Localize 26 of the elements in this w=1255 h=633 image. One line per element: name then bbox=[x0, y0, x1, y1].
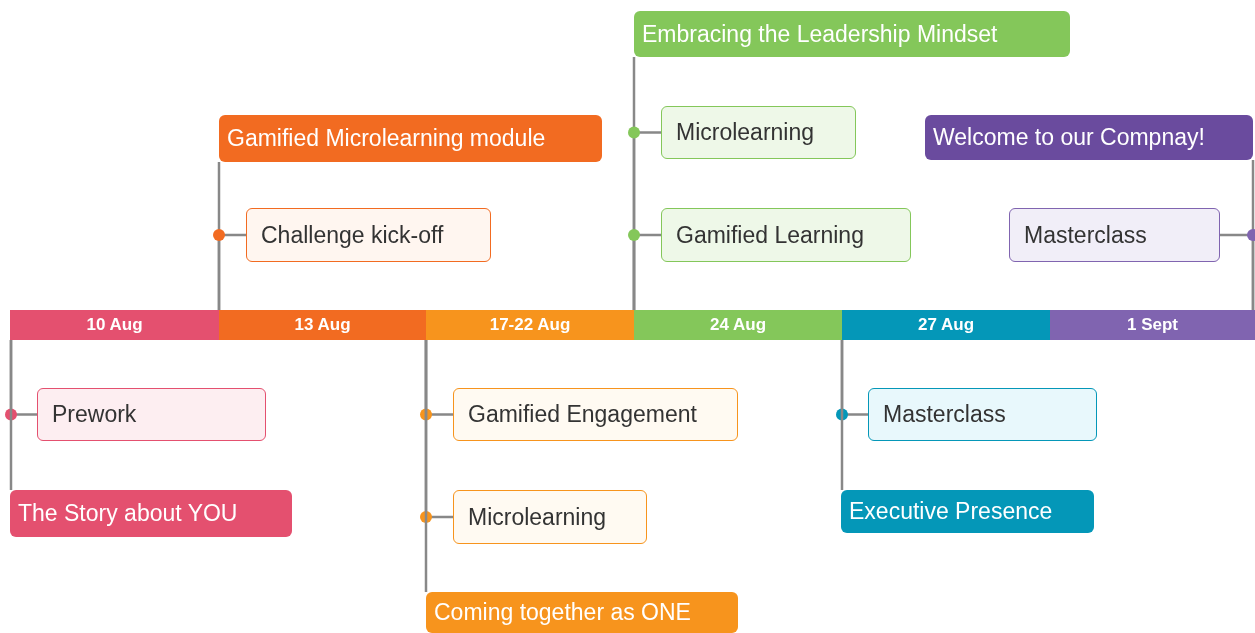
phase-title: Welcome to our Compnay! bbox=[925, 115, 1253, 160]
date-bar: 13 Aug bbox=[219, 310, 426, 340]
date-bar: 17-22 Aug bbox=[426, 310, 634, 340]
activity-box: Masterclass bbox=[868, 388, 1097, 441]
activity-box: Challenge kick-off bbox=[246, 208, 491, 262]
connector-line bbox=[9, 340, 13, 490]
activity-box: Gamified Engagement bbox=[453, 388, 738, 441]
activity-box: Gamified Learning bbox=[661, 208, 911, 262]
phase-title: Executive Presence bbox=[841, 490, 1094, 533]
date-bar: 10 Aug bbox=[10, 310, 219, 340]
connector-line bbox=[424, 340, 428, 592]
date-bar: 27 Aug bbox=[842, 310, 1050, 340]
date-bar: 24 Aug bbox=[634, 310, 842, 340]
activity-box: Masterclass bbox=[1009, 208, 1220, 262]
phase-title: Embracing the Leadership Mindset bbox=[634, 11, 1070, 57]
phase-title: The Story about YOU bbox=[10, 490, 292, 537]
phase-title: Coming together as ONE bbox=[426, 592, 738, 633]
activity-box: Microlearning bbox=[453, 490, 647, 544]
activity-box: Microlearning bbox=[661, 106, 856, 159]
connector-line bbox=[840, 340, 844, 490]
date-bar: 1 Sept bbox=[1050, 310, 1255, 340]
connector-line bbox=[1220, 233, 1255, 310]
phase-title: Gamified Microlearning module bbox=[219, 115, 602, 162]
connector-line bbox=[632, 233, 661, 310]
connector-line bbox=[217, 233, 246, 310]
activity-box: Prework bbox=[37, 388, 266, 441]
